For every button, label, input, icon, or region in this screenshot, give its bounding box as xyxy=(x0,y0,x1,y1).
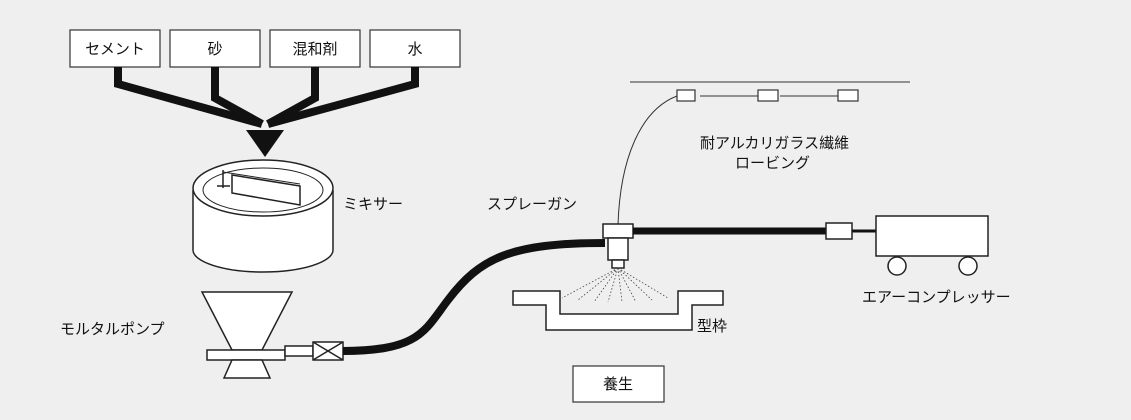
mortar-pump-label: モルタルポンプ xyxy=(60,320,165,338)
mortar-hose xyxy=(342,239,606,355)
curing-label: 養生 xyxy=(603,375,633,393)
curing-box xyxy=(572,365,665,403)
spray-gun xyxy=(602,223,634,269)
spray-gun-label: スプレーガン xyxy=(487,195,577,213)
air-compressor xyxy=(875,215,989,276)
mold-label: 型枠 xyxy=(697,317,727,335)
input-merge-lines xyxy=(114,67,419,128)
fiber-label-line2: ロービング xyxy=(735,154,810,172)
water-box xyxy=(369,29,461,68)
water-label: 水 xyxy=(407,40,422,58)
fiber-label-line1: 耐アルカリガラス繊維 xyxy=(700,134,849,152)
input-boxes: セメント 砂 混和剤 水 xyxy=(69,29,461,68)
sand-box xyxy=(169,29,261,68)
air-hose-coupler xyxy=(825,222,853,240)
mixer-label: ミキサー xyxy=(343,195,403,213)
fiber-roving xyxy=(617,81,910,226)
mold xyxy=(512,290,724,331)
cement-box xyxy=(69,29,161,68)
mixer xyxy=(192,159,334,273)
cement-label: セメント xyxy=(85,40,145,58)
spray-pattern xyxy=(561,267,669,303)
sand-label: 砂 xyxy=(207,40,222,58)
mortar-pump xyxy=(200,291,344,379)
admixture-label: 混和剤 xyxy=(292,40,337,58)
merge-arrow-head xyxy=(246,130,284,157)
air-compressor-label: エアーコンプレッサー xyxy=(862,288,1011,306)
